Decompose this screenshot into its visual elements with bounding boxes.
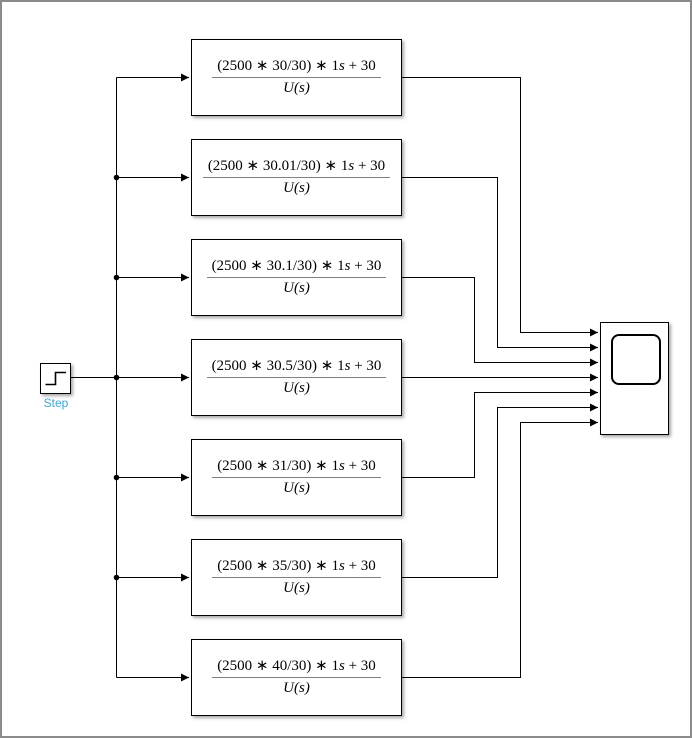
wire-out-7 xyxy=(402,418,598,678)
fraction-denominator: U(s) xyxy=(283,480,310,496)
fraction-denominator: U(s) xyxy=(283,80,310,96)
wire-out-1 xyxy=(402,77,598,337)
transfer-fn-block-4[interactable]: (2500 ∗ 30.5/30) ∗ 1s + 30 U(s) xyxy=(191,339,402,416)
junction-dots xyxy=(113,174,120,581)
transfer-fn-block-7[interactable]: (2500 ∗ 40/30) ∗ 1s + 30 U(s) xyxy=(191,639,402,716)
fraction-denominator: U(s) xyxy=(283,680,310,696)
wire-out-6 xyxy=(402,403,598,578)
fraction-denominator: U(s) xyxy=(283,580,310,596)
wire-out-2 xyxy=(402,177,598,352)
transfer-fn-block-6[interactable]: (2500 ∗ 35/30) ∗ 1s + 30 U(s) xyxy=(191,539,402,616)
transfer-fn-block-2[interactable]: (2500 ∗ 30.01/30) ∗ 1s + 30 U(s) xyxy=(191,139,402,216)
scope-screen-icon xyxy=(611,334,661,385)
transfer-fn-equation: (2500 ∗ 31/30) ∗ 1s + 30 U(s) xyxy=(212,457,381,498)
transfer-fn-equation: (2500 ∗ 30/30) ∗ 1s + 30 U(s) xyxy=(212,57,381,98)
transfer-fn-block-5[interactable]: (2500 ∗ 31/30) ∗ 1s + 30 U(s) xyxy=(191,439,402,516)
transfer-fn-block-1[interactable]: (2500 ∗ 30/30) ∗ 1s + 30 U(s) xyxy=(191,39,402,116)
transfer-fn-equation: (2500 ∗ 30.5/30) ∗ 1s + 30 U(s) xyxy=(206,357,387,398)
transfer-fn-block-3[interactable]: (2500 ∗ 30.1/30) ∗ 1s + 30 U(s) xyxy=(191,239,402,316)
scope-block[interactable] xyxy=(600,322,669,435)
fraction-denominator: U(s) xyxy=(283,380,310,396)
fraction-denominator: U(s) xyxy=(283,180,310,196)
step-signal-icon xyxy=(45,371,66,386)
transfer-fn-equation: (2500 ∗ 35/30) ∗ 1s + 30 U(s) xyxy=(212,557,381,598)
transfer-fn-equation: (2500 ∗ 40/30) ∗ 1s + 30 U(s) xyxy=(212,657,381,698)
wire-out-5 xyxy=(402,388,598,478)
step-block[interactable] xyxy=(40,363,71,394)
wire-out-3 xyxy=(402,277,598,367)
transfer-fn-equation: (2500 ∗ 30.1/30) ∗ 1s + 30 U(s) xyxy=(206,257,387,298)
fraction-denominator: U(s) xyxy=(283,280,310,296)
transfer-fn-equation: (2500 ∗ 30.01/30) ∗ 1s + 30 U(s) xyxy=(202,157,391,198)
step-block-label: Step xyxy=(43,396,69,410)
